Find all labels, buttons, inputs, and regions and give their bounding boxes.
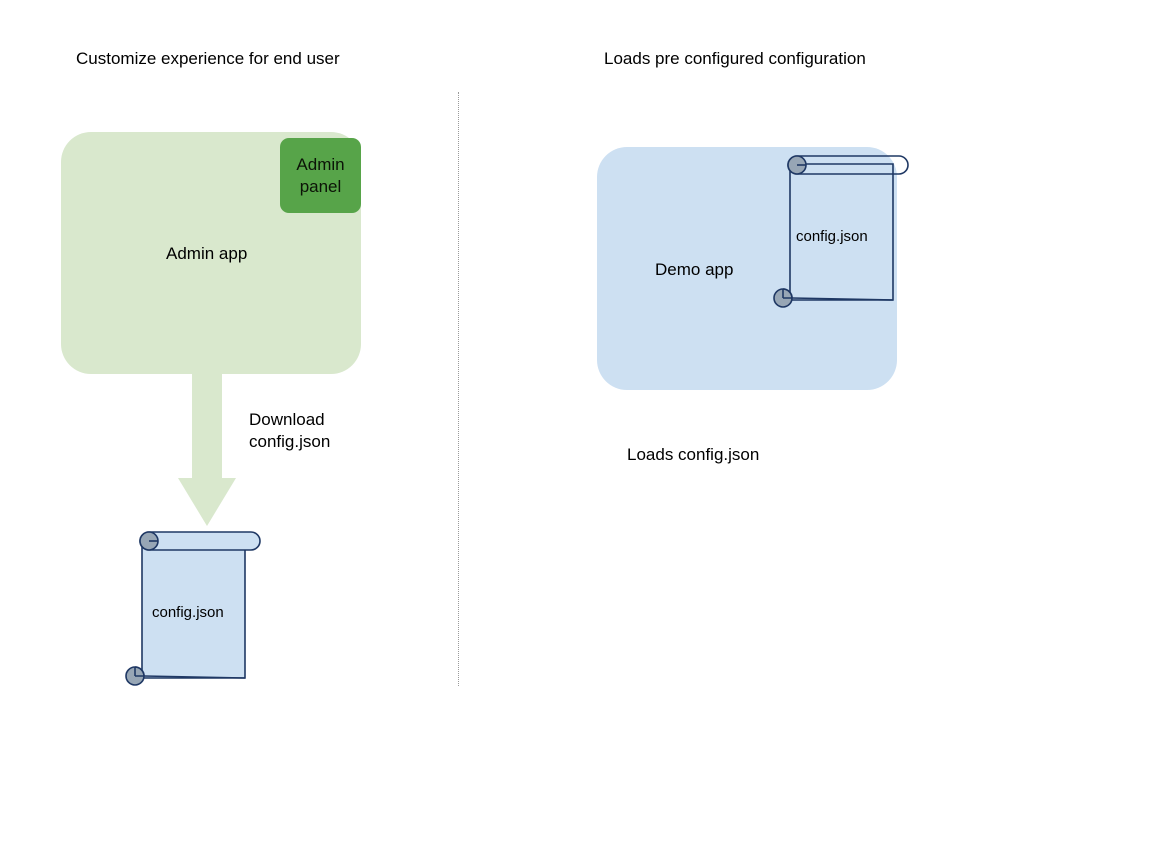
config-json-document-left[interactable] [125, 528, 265, 688]
demo-app-container [597, 147, 897, 390]
admin-app-label: Admin app [166, 244, 248, 263]
demo-app-label: Demo app [655, 260, 734, 279]
config-json-label-right: config.json [796, 228, 868, 245]
download-arrow-icon [178, 374, 236, 526]
right-column-title: Loads pre configured configuration [604, 49, 866, 68]
loads-config-caption: Loads config.json [627, 445, 760, 464]
column-divider [458, 92, 459, 686]
left-column-title: Customize experience for end user [76, 49, 340, 68]
config-json-label-left: config.json [152, 604, 224, 621]
config-json-document-right[interactable] [773, 152, 913, 308]
admin-panel-chip[interactable]: Admin panel [280, 138, 361, 213]
download-edge-label: Download config.json [249, 409, 330, 453]
download-label-line2: config.json [249, 432, 331, 451]
download-label-line1: Download [249, 410, 325, 429]
